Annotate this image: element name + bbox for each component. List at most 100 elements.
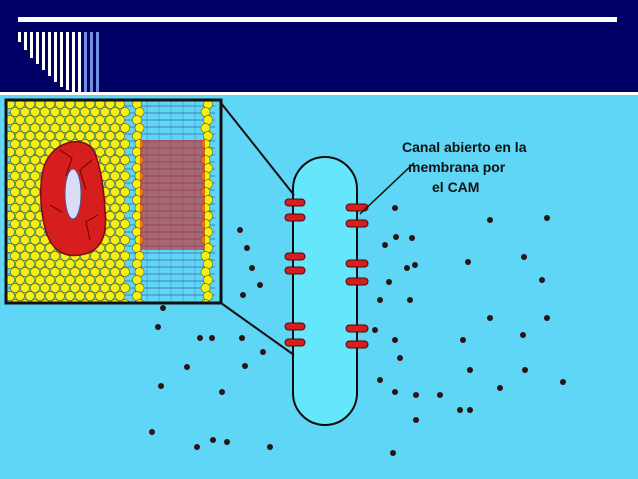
lipid-head xyxy=(20,107,30,117)
channel-mark-right xyxy=(345,259,369,268)
particle xyxy=(382,242,388,248)
lipid-head xyxy=(115,179,125,189)
lipid-head xyxy=(90,123,100,133)
lipid-head xyxy=(105,179,115,189)
particle xyxy=(224,439,230,445)
lipid-head xyxy=(120,171,130,181)
lipid-head xyxy=(35,227,45,237)
lipid-head xyxy=(100,251,110,261)
lipid-head xyxy=(15,291,25,301)
lipid-head xyxy=(40,283,50,293)
zoom-line-top xyxy=(220,102,295,196)
lipid-head xyxy=(10,235,20,245)
channel-protein-detail xyxy=(49,149,99,241)
header-stripe xyxy=(18,32,21,42)
lipid-head xyxy=(105,275,115,285)
particle xyxy=(390,450,396,456)
lipid-head xyxy=(95,291,105,301)
lipid-head xyxy=(20,235,30,245)
lipid-head xyxy=(6,147,15,157)
lipid-head xyxy=(30,123,40,133)
particle xyxy=(413,392,419,398)
lipid-head xyxy=(100,139,110,149)
lipid-head xyxy=(10,139,20,149)
lipid-head xyxy=(70,107,80,117)
particle xyxy=(242,363,248,369)
particle xyxy=(392,389,398,395)
particle xyxy=(249,265,255,271)
lipid-head xyxy=(110,187,120,197)
vesicle xyxy=(292,156,358,426)
lipid-head xyxy=(15,115,25,125)
channel-mark-left xyxy=(284,198,306,207)
header-stripe xyxy=(72,32,75,92)
header-stripe xyxy=(42,32,45,70)
lipid-head xyxy=(10,107,20,117)
particle xyxy=(260,349,266,355)
lipid-head xyxy=(35,291,45,301)
lipid-head xyxy=(50,107,60,117)
lipid-head xyxy=(6,163,15,173)
lipid-head xyxy=(25,100,35,109)
particle xyxy=(239,335,245,341)
particle xyxy=(467,367,473,373)
membrane-inset xyxy=(4,98,223,305)
lipid-head xyxy=(6,291,15,301)
lipid-head xyxy=(110,203,120,213)
lipid-head xyxy=(40,139,50,149)
lipid-head xyxy=(120,283,130,293)
lipid-head xyxy=(50,267,60,277)
channel-mark-right xyxy=(345,203,369,212)
lipid-head xyxy=(25,243,35,253)
lipid-head xyxy=(115,163,125,173)
lipid-head xyxy=(15,243,25,253)
lipid-head xyxy=(40,123,50,133)
lipid-head xyxy=(105,243,115,253)
particle xyxy=(210,437,216,443)
lipid-head xyxy=(15,131,25,141)
lipid-head xyxy=(60,123,70,133)
particle xyxy=(413,417,419,423)
lipid-head xyxy=(20,171,30,181)
lipid-head xyxy=(115,195,125,205)
lipid-head xyxy=(95,115,105,125)
caption-line-2: membrana por xyxy=(408,159,506,175)
lipid-head xyxy=(80,283,90,293)
lipid-head xyxy=(25,259,35,269)
lipid-head xyxy=(45,131,55,141)
lipid-head xyxy=(110,171,120,181)
header-stripe xyxy=(90,32,93,92)
lipid-head xyxy=(100,155,110,165)
lipid-head xyxy=(55,259,65,269)
lipid-head xyxy=(30,235,40,245)
particle xyxy=(539,277,545,283)
lipid-head xyxy=(55,275,65,285)
lipid-head xyxy=(65,115,75,125)
membrane-channels xyxy=(284,198,369,349)
lipid-head xyxy=(75,275,85,285)
lipid-head xyxy=(120,235,130,245)
lipid-head xyxy=(85,131,95,141)
lipid-head xyxy=(110,283,120,293)
particle xyxy=(267,444,273,450)
lipid-head xyxy=(90,251,100,261)
channel-pore xyxy=(64,168,82,220)
header-stripe xyxy=(96,32,99,92)
particle xyxy=(409,235,415,241)
lipid-head xyxy=(65,275,75,285)
header-stripe xyxy=(84,32,87,92)
particle xyxy=(155,324,161,330)
header-bar xyxy=(0,0,638,92)
lipid-head xyxy=(50,139,60,149)
lipid-head xyxy=(115,147,125,157)
lipid-head xyxy=(25,195,35,205)
caption-line-3: el CAM xyxy=(432,179,480,195)
lipid-head xyxy=(45,275,55,285)
lipid-head xyxy=(10,267,20,277)
lipid-head xyxy=(45,115,55,125)
particle xyxy=(209,335,215,341)
lipid-head xyxy=(120,267,130,277)
lipid-head xyxy=(35,275,45,285)
lipid-head xyxy=(115,259,125,269)
lipid-head xyxy=(120,203,130,213)
